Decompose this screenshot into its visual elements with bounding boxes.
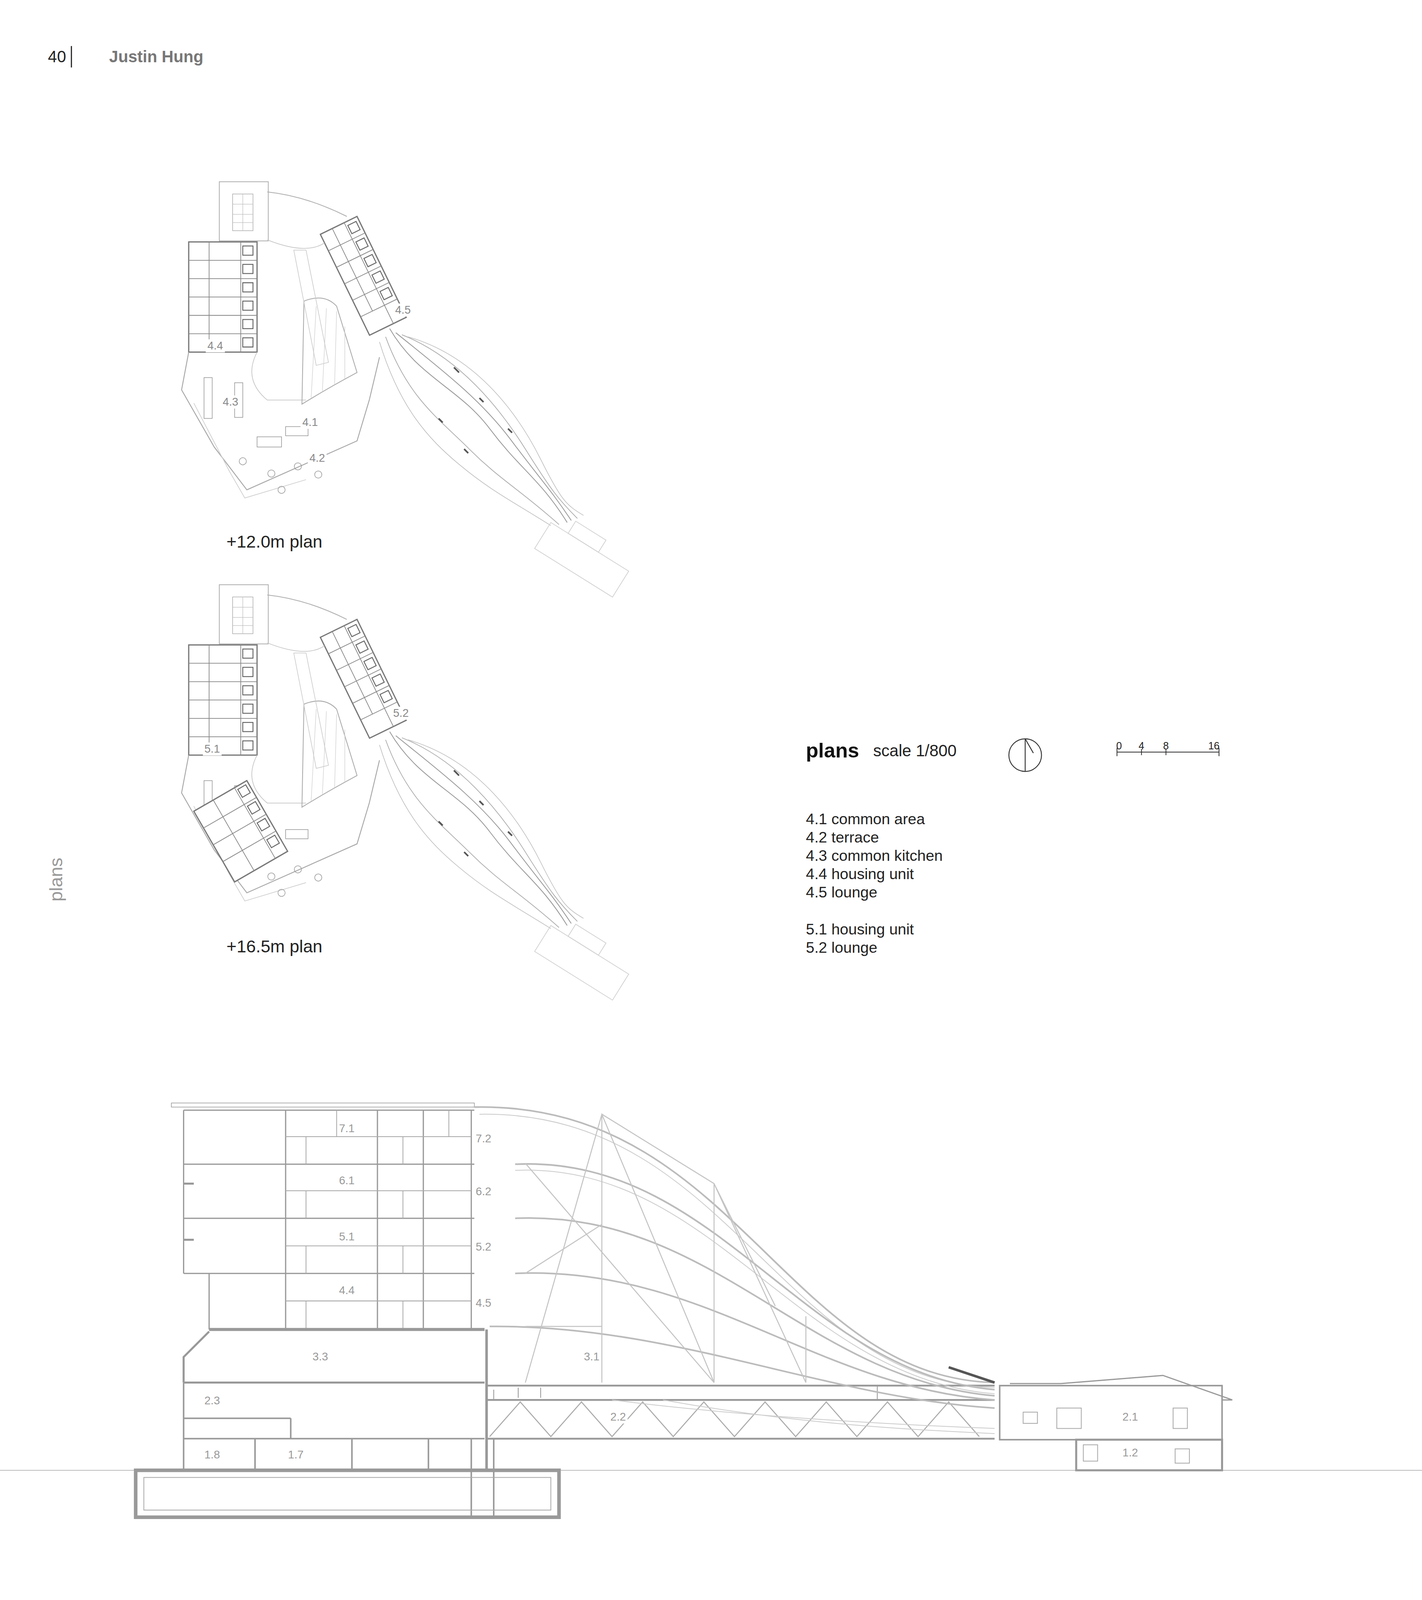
scale-number: 16 xyxy=(1208,739,1220,752)
section xyxy=(209,1327,485,1331)
page-header xyxy=(70,45,72,68)
heading: plans xyxy=(805,739,860,763)
section-tab: plans xyxy=(45,857,67,902)
section xyxy=(1173,1407,1188,1429)
north-arrow xyxy=(1008,738,1042,772)
north-arrow xyxy=(1008,738,1042,772)
legend-line: 4.2 terrace xyxy=(805,828,879,847)
section xyxy=(514,1272,995,1400)
section xyxy=(143,1477,552,1510)
section xyxy=(514,1217,995,1396)
section xyxy=(514,1169,995,1394)
room-number: 5.1 xyxy=(202,742,222,756)
section xyxy=(0,1102,1422,1517)
room-number: 4.3 xyxy=(221,395,240,409)
section xyxy=(999,1385,1223,1440)
room-number: 4.5 xyxy=(393,303,413,317)
legend-line: 4.4 housing unit xyxy=(805,865,914,884)
room-number: 5.2 xyxy=(474,1240,493,1254)
legend-line: 5.1 housing unit xyxy=(805,920,914,938)
room-number: 3.3 xyxy=(310,1350,330,1364)
section xyxy=(1022,1411,1038,1424)
section xyxy=(183,1183,194,1240)
scale-number: 4 xyxy=(1138,739,1145,752)
section xyxy=(948,1367,995,1383)
section xyxy=(135,1469,560,1517)
plan-12m xyxy=(181,181,637,598)
section xyxy=(183,1110,210,1330)
room-number: 1.8 xyxy=(202,1448,222,1462)
section xyxy=(183,1382,485,1471)
section xyxy=(171,1102,475,1107)
section xyxy=(493,1385,878,1400)
room-number: 6.1 xyxy=(337,1173,357,1187)
room-number: 4.2 xyxy=(307,451,327,465)
room-number: 7.1 xyxy=(337,1121,357,1135)
north-arrow xyxy=(1025,738,1034,772)
room-number: 2.2 xyxy=(608,1410,628,1424)
room-number: 5.1 xyxy=(337,1230,357,1244)
section xyxy=(183,1110,475,1274)
room-number: 4.5 xyxy=(474,1296,493,1310)
legend-line: 4.5 lounge xyxy=(805,883,878,902)
room-number: 1.7 xyxy=(286,1448,306,1462)
section xyxy=(1083,1444,1098,1461)
plan-title: +16.5m plan xyxy=(226,936,323,957)
section xyxy=(1009,1375,1233,1400)
section xyxy=(285,1136,472,1301)
room-number: 4.4 xyxy=(337,1284,357,1298)
section xyxy=(489,1401,980,1437)
section xyxy=(1175,1448,1190,1464)
room-number: 5.2 xyxy=(391,706,411,720)
legend-line: 4.3 common kitchen xyxy=(805,846,943,865)
room-number: 2.3 xyxy=(202,1393,222,1407)
page-number: 40 xyxy=(47,47,67,67)
extra-housing-block xyxy=(237,784,280,848)
section xyxy=(285,1110,472,1330)
section xyxy=(525,1114,807,1383)
extra-housing-block xyxy=(193,780,288,882)
scale-note: scale 1/800 xyxy=(873,741,957,761)
room-number: 1.2 xyxy=(1121,1445,1140,1460)
page-header xyxy=(70,45,72,68)
section xyxy=(485,1329,488,1470)
legend-line: 5.2 lounge xyxy=(805,938,878,957)
section xyxy=(305,1110,449,1330)
section xyxy=(255,1438,494,1517)
room-number: 4.4 xyxy=(205,339,225,353)
section xyxy=(612,1399,995,1434)
room-number: 3.1 xyxy=(582,1350,601,1364)
section xyxy=(183,1331,485,1383)
room-number: 6.2 xyxy=(474,1184,493,1198)
extra-housing-block xyxy=(193,780,288,882)
room-number: 2.1 xyxy=(1121,1410,1140,1424)
plan-16m xyxy=(181,584,637,1000)
scale-number: 0 xyxy=(1116,739,1122,752)
author-name: Justin Hung xyxy=(109,47,204,67)
extra-housing-block xyxy=(193,780,288,882)
extra-housing-block xyxy=(193,780,288,882)
section xyxy=(489,1326,995,1408)
room-number: 7.2 xyxy=(474,1131,493,1146)
plan-title: +12.0m plan xyxy=(226,531,323,552)
scale-number: 8 xyxy=(1163,739,1170,752)
room-number: 4.1 xyxy=(300,415,320,429)
section xyxy=(474,1106,995,1383)
section xyxy=(1076,1439,1223,1470)
section xyxy=(1056,1407,1082,1429)
section xyxy=(487,1385,995,1439)
legend-line: 4.1 common area xyxy=(805,810,925,828)
